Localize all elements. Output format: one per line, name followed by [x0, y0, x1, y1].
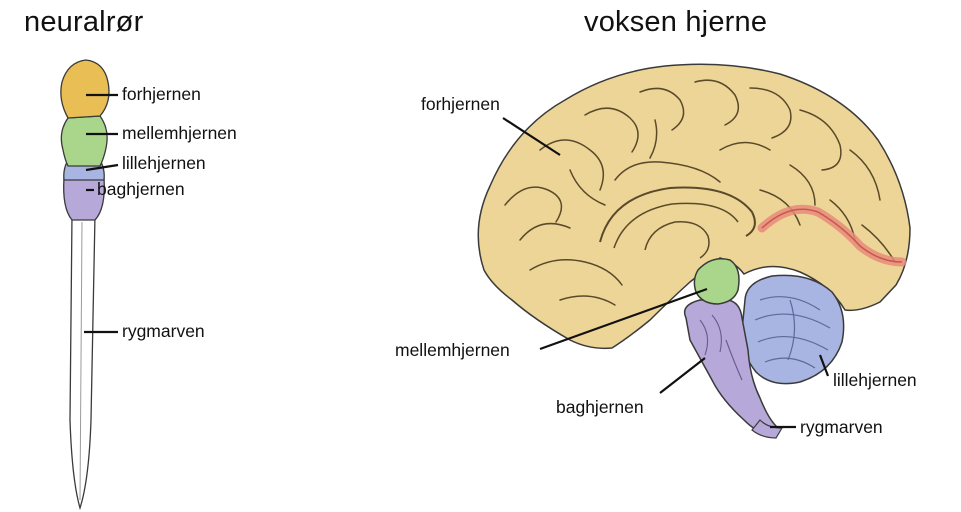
brain-label-forebrain: forhjernen	[421, 94, 500, 114]
tube-label-forebrain: forhjernen	[122, 84, 201, 104]
adult-spinal-cord	[751, 419, 784, 439]
brain-label-cerebellum: lillehjernen	[833, 370, 917, 390]
neural-tube-forebrain	[60, 59, 110, 119]
adult-forebrain	[477, 63, 911, 350]
adult-brain-title: voksen hjerne	[584, 6, 768, 38]
neural-tube-midbrain	[60, 115, 108, 167]
adult-brain-leaders	[502, 117, 830, 429]
brain-label-hindbrain: baghjernen	[556, 397, 644, 417]
adult-cerebellum	[741, 274, 845, 385]
tube-label-spinal-cord: rygmarven	[122, 321, 205, 341]
neural-tube-leaders	[84, 93, 119, 334]
neural-tube-spinal-cord	[69, 214, 96, 511]
neural-tube	[60, 59, 110, 511]
tube-label-midbrain: mellemhjernen	[122, 123, 237, 143]
adult-midbrain	[693, 258, 740, 305]
tube-label-cerebellum: lillehjernen	[122, 153, 206, 173]
adult-brain	[477, 63, 911, 439]
tube-label-hindbrain: baghjernen	[97, 179, 185, 199]
brain-label-midbrain: mellemhjernen	[395, 340, 510, 360]
neural-tube-hindbrain	[63, 177, 105, 221]
neural-tube-title: neuralrør	[24, 6, 144, 38]
brain-label-spinal-cord: rygmarven	[800, 417, 883, 437]
